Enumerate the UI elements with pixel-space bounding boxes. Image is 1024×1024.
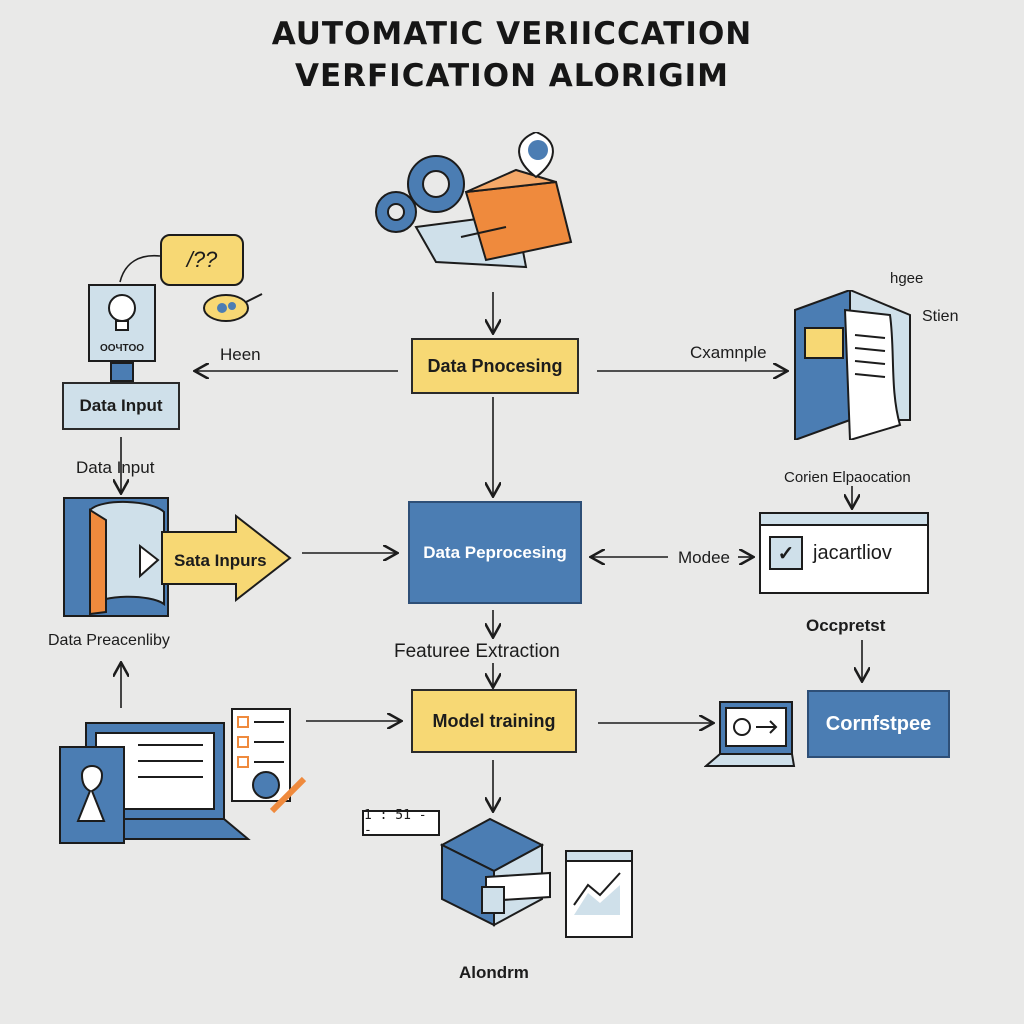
small-speech-bubble-icon [203,293,263,322]
data-input-node[interactable]: Data Input [62,382,180,430]
data-preprocessing-node[interactable]: Data Peprocesing [408,501,582,604]
bubble-connector-line [119,254,161,283]
book-scroll-icon [63,497,169,617]
label-data-preacenliby: Data Preacenliby [48,632,170,649]
diagram-title-line2: VERFICATION ALORIGIM [294,58,730,94]
label-modee: Modee [678,548,730,567]
app-window[interactable]: ✓ jacartliov [759,512,929,594]
checkmark-icon: ✓ [769,536,803,570]
label-example: Cxamnple [690,343,767,362]
label-feature-extraction: Featuree Extraction [394,641,560,662]
yellow-arrow-shape [161,514,292,602]
window-titlebar [761,514,927,526]
label-stien: Stien [922,308,959,325]
panel-stand [110,362,134,382]
lightbulb-icon [108,294,136,331]
model-training-node[interactable]: Model training [411,689,577,753]
data-processing-node[interactable]: Data Pnocesing [411,338,579,394]
label-data-input: Data Input [76,458,155,477]
label-heen: Heen [220,345,261,364]
diagram-title-line1: AUTOMATIC VERIICCATION [271,16,753,52]
document-icon [794,290,911,440]
timer-badge: 1 : 51 - - [362,808,440,838]
output-laptop-icon [704,701,796,767]
conclusion-node[interactable]: Corпfstpee [807,690,950,758]
label-hgee: hgee [890,270,924,287]
label-occpretst: Occpretst [806,616,886,635]
lightbulb-panel: OOЧTOO [88,284,156,362]
algorithm-cube-icon [439,817,633,938]
gears-box-icon [375,132,573,269]
question-speech-bubble: /?? [160,234,244,286]
app-window-text: jacartliov [813,542,892,564]
label-coden-elevation: Corien Elpaocation [784,469,911,486]
label-alondrm: Alondrm [459,963,529,982]
laptop-checklist-icon [59,708,307,844]
bulb-panel-text: OOЧTOO [99,343,145,354]
sata-inputs-label: Sata Inpurs [174,551,267,570]
